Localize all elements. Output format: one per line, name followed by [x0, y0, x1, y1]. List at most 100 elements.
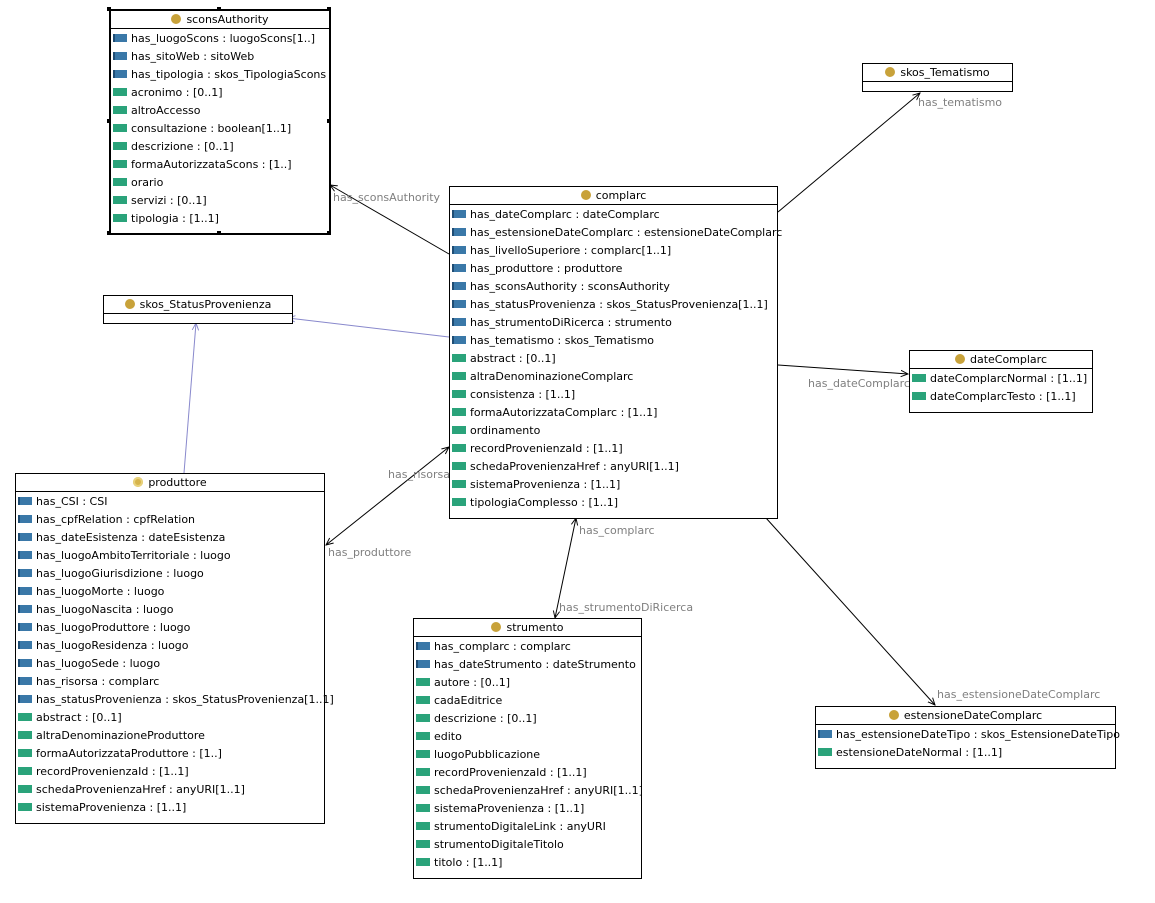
attribute-row[interactable]: has_luogoProduttore : luogo — [16, 619, 324, 637]
attribute-row[interactable]: sistemaProvenienza : [1..1] — [450, 476, 777, 494]
attribute-row[interactable]: descrizione : [0..1] — [111, 138, 329, 156]
attribute-label: has_livelloSuperiore : complarc[1..1] — [470, 244, 672, 257]
attribute-row[interactable]: recordProvenienzaId : [1..1] — [16, 763, 324, 781]
attribute-row[interactable]: has_tipologia : skos_TipologiaScons — [111, 66, 329, 84]
attribute-row[interactable]: altroAccesso — [111, 102, 329, 120]
attribute-row[interactable]: has_risorsa : complarc — [16, 673, 324, 691]
attribute-row[interactable]: has_dateStrumento : dateStrumento — [414, 656, 641, 674]
attribute-row[interactable]: abstract : [0..1] — [16, 709, 324, 727]
attribute-label: tipologiaComplesso : [1..1] — [470, 496, 619, 509]
attribute-row[interactable]: formaAutorizzataScons : [1..] — [111, 156, 329, 174]
attribute-row[interactable]: schedaProvenienzaHref : anyURI[1..1] — [16, 781, 324, 799]
class-header[interactable]: skos_StatusProvenienza — [104, 296, 292, 314]
attribute-row[interactable]: altraDenominazioneComplarc — [450, 368, 777, 386]
attribute-row[interactable]: has_produttore : produttore — [450, 260, 777, 278]
class-header[interactable]: sconsAuthority — [111, 11, 329, 29]
attribute-row[interactable]: descrizione : [0..1] — [414, 710, 641, 728]
attribute-label: has_luogoAmbitoTerritoriale : luogo — [36, 549, 231, 562]
attribute-row[interactable]: sistemaProvenienza : [1..1] — [414, 800, 641, 818]
attribute-row[interactable]: tipologia : [1..1] — [111, 210, 329, 228]
label-has-tematismo: has_tematismo — [918, 96, 1003, 109]
class-icon — [888, 710, 899, 720]
class-complarc[interactable]: complarc has_dateComplarc : dateComplarc… — [449, 186, 782, 519]
attribute-row[interactable]: strumentoDigitaleTitolo — [414, 836, 641, 854]
attribute-row[interactable]: dateComplarcNormal : [1..1] — [910, 370, 1092, 388]
attribute-row[interactable]: has_dateEsistenza : dateEsistenza — [16, 529, 324, 547]
attribute-row[interactable]: consultazione : boolean[1..1] — [111, 120, 329, 138]
attribute-row[interactable]: tipologiaComplesso : [1..1] — [450, 494, 777, 512]
attribute-row[interactable]: dateComplarcTesto : [1..1] — [910, 388, 1092, 406]
attribute-row[interactable]: has_luogoMorte : luogo — [16, 583, 324, 601]
class-header[interactable]: dateComplarc — [910, 351, 1092, 369]
object-property-icon — [452, 246, 466, 254]
attribute-row[interactable]: has_livelloSuperiore : complarc[1..1] — [450, 242, 777, 260]
class-header[interactable]: skos_Tematismo — [863, 64, 1012, 82]
object-property-icon — [416, 642, 430, 650]
attribute-row[interactable]: has_strumentoDiRicerca : strumento — [450, 314, 777, 332]
attribute-label: abstract : [0..1] — [36, 711, 122, 724]
attribute-row[interactable]: has_dateComplarc : dateComplarc — [450, 206, 777, 224]
attribute-label: formaAutorizzataProduttore : [1..] — [36, 747, 222, 760]
attribute-row[interactable]: autore : [0..1] — [414, 674, 641, 692]
attribute-row[interactable]: formaAutorizzataProduttore : [1..] — [16, 745, 324, 763]
attribute-row[interactable]: altraDenominazioneProduttore — [16, 727, 324, 745]
data-property-icon — [452, 462, 466, 470]
link-complarc-dateComplarc — [777, 364, 908, 374]
attribute-row[interactable]: has_estensioneDateTipo : skos_Estensione… — [816, 726, 1120, 744]
class-header[interactable]: produttore — [16, 474, 324, 492]
attribute-row[interactable]: has_luogoResidenza : luogo — [16, 637, 324, 655]
attribute-row[interactable]: abstract : [0..1] — [450, 350, 777, 368]
attribute-row[interactable]: strumentoDigitaleLink : anyURI — [414, 818, 641, 836]
attribute-row[interactable]: servizi : [0..1] — [111, 192, 329, 210]
data-property-icon — [452, 408, 466, 416]
attribute-row[interactable]: has_luogoNascita : luogo — [16, 601, 324, 619]
attribute-row[interactable]: has_sitoWeb : sitoWeb — [111, 48, 329, 66]
attribute-row[interactable]: cadaEditrice — [414, 692, 641, 710]
attribute-label: has_luogoScons : luogoScons[1..] — [131, 32, 316, 45]
attribute-row[interactable]: luogoPubblicazione — [414, 746, 641, 764]
attribute-row[interactable]: has_complarc : complarc — [414, 638, 641, 656]
attribute-row[interactable]: has_tematismo : skos_Tematismo — [450, 332, 777, 350]
attribute-row[interactable]: estensioneDateNormal : [1..1] — [816, 744, 1115, 762]
attribute-row[interactable]: acronimo : [0..1] — [111, 84, 329, 102]
class-header[interactable]: estensioneDateComplarc — [816, 707, 1115, 725]
data-property-icon — [113, 178, 127, 186]
attribute-row[interactable]: orario — [111, 174, 329, 192]
attribute-row[interactable]: schedaProvenienzaHref : anyURI[1..1] — [450, 458, 777, 476]
class-header[interactable]: complarc — [450, 187, 777, 205]
attribute-row[interactable]: has_luogoAmbitoTerritoriale : luogo — [16, 547, 324, 565]
attribute-row[interactable]: recordProvenienzaId : [1..1] — [450, 440, 777, 458]
attribute-row[interactable]: has_luogoSede : luogo — [16, 655, 324, 673]
attribute-row[interactable]: has_cpfRelation : cpfRelation — [16, 511, 324, 529]
attribute-label: has_estensioneDateComplarc : estensioneD… — [470, 226, 783, 239]
attribute-label: ordinamento — [470, 424, 541, 437]
attribute-row[interactable]: has_sconsAuthority : sconsAuthority — [450, 278, 777, 296]
attribute-label: titolo : [1..1] — [434, 856, 503, 869]
attribute-row[interactable]: has_estensioneDateComplarc : estensioneD… — [450, 224, 782, 242]
attribute-row[interactable]: has_luogoGiurisdizione : luogo — [16, 565, 324, 583]
attribute-row[interactable]: has_CSI : CSI — [16, 493, 324, 511]
class-skos_StatusProvenienza[interactable]: skos_StatusProvenienza — [103, 295, 293, 324]
attribute-row[interactable]: has_statusProvenienza : skos_StatusProve… — [450, 296, 777, 314]
attribute-row[interactable]: schedaProvenienzaHref : anyURI[1..1] — [414, 782, 643, 800]
attribute-label: has_luogoProduttore : luogo — [36, 621, 191, 634]
attribute-row[interactable]: has_luogoScons : luogoScons[1..] — [111, 30, 329, 48]
attribute-row[interactable]: recordProvenienzaId : [1..1] — [414, 764, 641, 782]
attribute-row[interactable]: edito — [414, 728, 641, 746]
data-property-icon — [18, 749, 32, 757]
attribute-row[interactable]: sistemaProvenienza : [1..1] — [16, 799, 324, 817]
attribute-row[interactable]: has_statusProvenienza : skos_StatusProve… — [16, 691, 334, 709]
data-property-icon — [416, 786, 430, 794]
attribute-row[interactable]: formaAutorizzataComplarc : [1..1] — [450, 404, 777, 422]
label-has-estensioneDateComplarc: has_estensioneDateComplarc — [937, 688, 1101, 701]
class-sconsAuthority[interactable]: sconsAuthority has_luogoScons : luogoSco… — [109, 9, 331, 235]
class-skos_Tematismo[interactable]: skos_Tematismo — [862, 63, 1013, 92]
attribute-row[interactable]: consistenza : [1..1] — [450, 386, 777, 404]
attribute-row[interactable]: titolo : [1..1] — [414, 854, 641, 872]
class-estensioneDateComplarc[interactable]: estensioneDateComplarc has_estensioneDat… — [815, 706, 1120, 769]
class-dateComplarc[interactable]: dateComplarc dateComplarcNormal : [1..1]… — [909, 350, 1093, 413]
class-header[interactable]: strumento — [414, 619, 641, 637]
attribute-row[interactable]: ordinamento — [450, 422, 777, 440]
